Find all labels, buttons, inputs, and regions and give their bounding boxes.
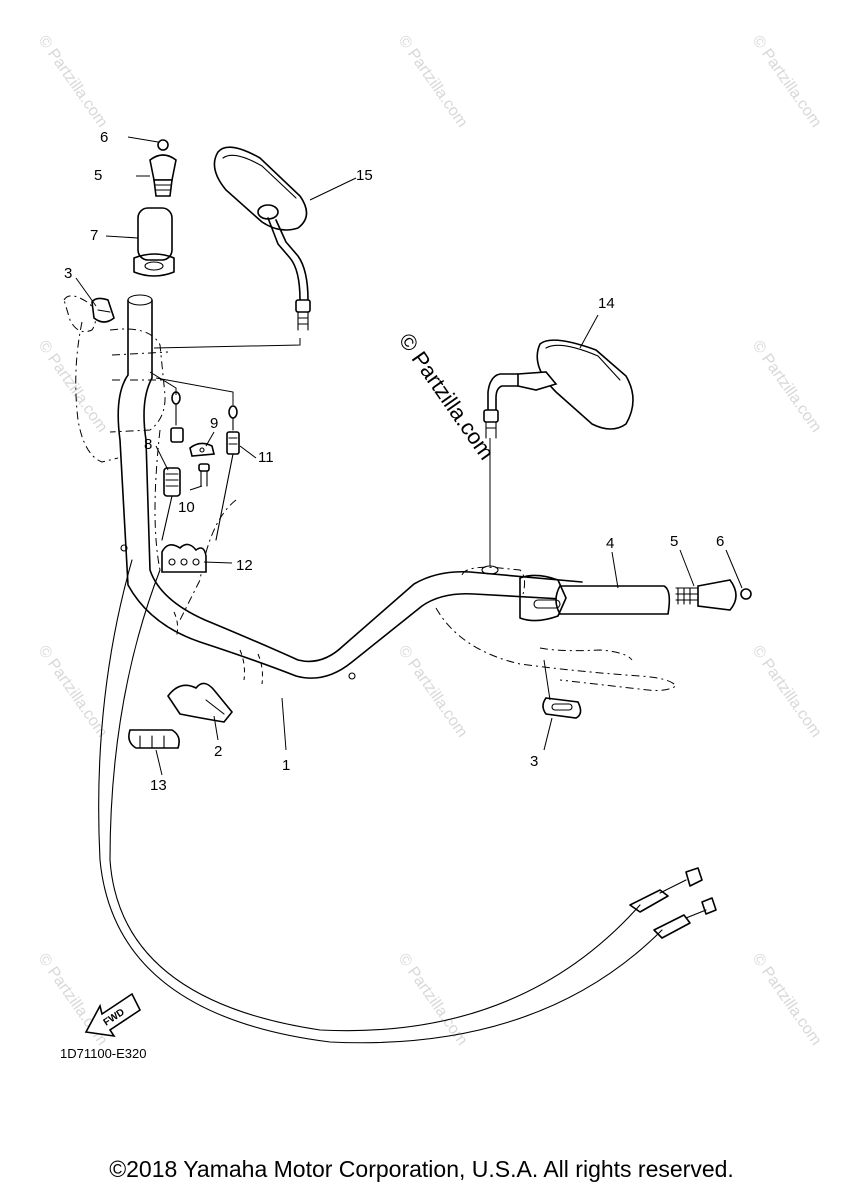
left-bar-end-weight-5[interactable] [149, 154, 177, 197]
callout-8[interactable]: 8 [144, 436, 152, 453]
callout-3-left[interactable]: 3 [64, 265, 72, 282]
watermark-center: © Partzilla.com [394, 329, 500, 465]
callout-6-left[interactable]: 6 [100, 129, 108, 146]
hidden-line-cable-2 [149, 371, 177, 395]
callout-5-left[interactable]: 5 [94, 167, 102, 184]
hidden-line-cable [155, 377, 234, 405]
callout-5-right[interactable]: 5 [670, 533, 678, 550]
fwd-arrow-icon: FWD [84, 992, 142, 1038]
callout-1[interactable]: 1 [282, 757, 290, 774]
callout-13[interactable]: 13 [150, 777, 167, 794]
right-clamp-3[interactable] [542, 697, 582, 719]
callout-6-right[interactable]: 6 [716, 533, 724, 550]
throttle-cables [98, 429, 717, 1044]
left-clamp-3[interactable] [91, 297, 115, 323]
watermark-tile: © Partzilla.com [749, 643, 825, 741]
watermark-tile: © Partzilla.com [35, 33, 111, 131]
watermark-tile: © Partzilla.com [749, 33, 825, 131]
callout-12[interactable]: 12 [236, 557, 253, 574]
callout-leaders [75, 136, 743, 776]
watermark-tiles: © Partzilla.com © Partzilla.com © Partzi… [35, 33, 825, 1049]
watermark-tile: © Partzilla.com [395, 33, 471, 131]
watermark-tile: © Partzilla.com [35, 338, 111, 436]
watermark-tile: © Partzilla.com [35, 643, 111, 741]
cable-guide-12[interactable] [161, 543, 207, 573]
callout-9[interactable]: 9 [210, 415, 218, 432]
right-switch-housing [435, 566, 677, 691]
clamp-2[interactable] [167, 682, 234, 723]
cable-adjuster-8[interactable] [161, 391, 184, 541]
watermark-tile: © Partzilla.com [749, 951, 825, 1049]
hidden-line-mirror [153, 338, 301, 349]
callout-7[interactable]: 7 [90, 227, 98, 244]
left-mirror-15[interactable] [213, 146, 311, 331]
left-grip-7[interactable] [133, 207, 175, 277]
watermark-tile: © Partzilla.com [395, 643, 471, 741]
callout-3-right[interactable]: 3 [530, 753, 538, 770]
watermark-tile: © Partzilla.com [749, 338, 825, 436]
handlebar-part-1[interactable] [117, 294, 583, 685]
right-grip-4[interactable] [519, 574, 671, 622]
right-mirror-14[interactable] [481, 339, 634, 575]
cable-adjuster-11[interactable] [215, 405, 240, 541]
clamp-13[interactable] [128, 729, 180, 749]
screw-10[interactable] [198, 463, 210, 487]
callout-4[interactable]: 4 [606, 535, 614, 552]
copyright-notice: ©2018 Yamaha Motor Corporation, U.S.A. A… [109, 1156, 734, 1182]
right-end-cap-6[interactable] [740, 588, 752, 600]
callout-10[interactable]: 10 [178, 499, 195, 516]
callout-numbers: 6 5 7 3 15 14 8 9 10 11 12 2 13 1 3 4 5 … [64, 129, 724, 794]
left-switch-housing [63, 295, 169, 463]
callout-2[interactable]: 2 [214, 743, 222, 760]
diagram-code: 1D71100-E320 [60, 1046, 147, 1061]
callout-15[interactable]: 15 [356, 167, 373, 184]
callout-11[interactable]: 11 [258, 449, 274, 466]
cable-holder-9[interactable] [189, 442, 216, 457]
callout-14[interactable]: 14 [598, 295, 615, 312]
left-end-cap-6[interactable] [157, 139, 169, 151]
right-bar-end-weight-5[interactable] [675, 579, 737, 611]
